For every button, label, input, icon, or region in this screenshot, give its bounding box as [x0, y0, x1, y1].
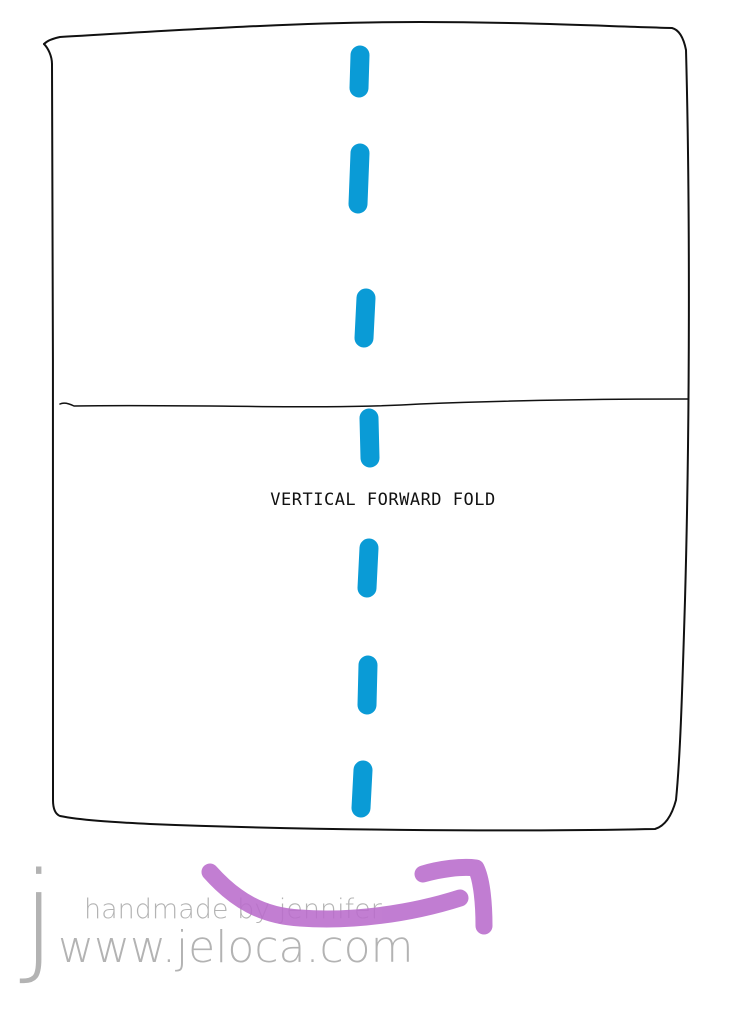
fold-direction-arrow — [201, 858, 493, 935]
arrow-curve — [201, 863, 469, 928]
fold-dash — [348, 143, 370, 214]
fold-dash — [357, 538, 379, 598]
paper-outline — [43, 21, 690, 832]
fold-label: VERTICAL FORWARD FOLD — [270, 490, 495, 510]
watermark-initial: j — [19, 848, 55, 987]
fold-dash — [359, 408, 380, 468]
horizontal-crease — [59, 398, 689, 408]
fold-dash — [349, 45, 370, 98]
fold-dash — [354, 288, 376, 348]
fold-dash — [357, 655, 378, 715]
vertical-fold-line — [348, 45, 380, 818]
watermark-url: www.jeloca.com — [58, 922, 413, 973]
paper-outline-corner — [43, 43, 53, 65]
arrow-head-icon — [414, 858, 493, 935]
fold-dash — [351, 760, 373, 818]
